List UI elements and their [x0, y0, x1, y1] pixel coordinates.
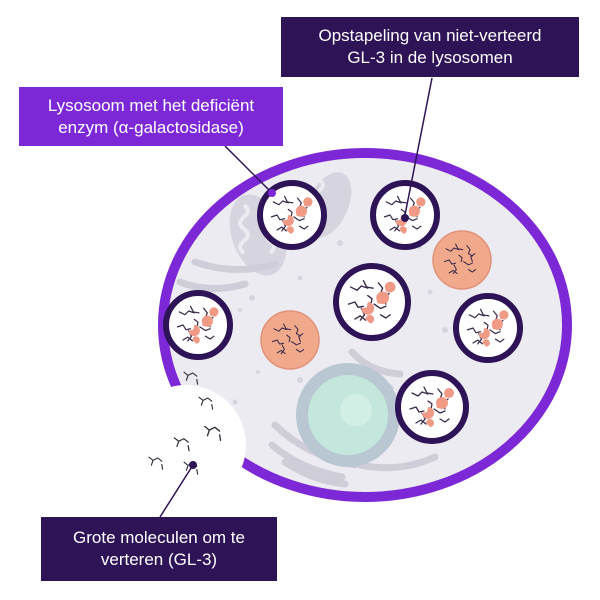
deficient-lysosome	[395, 370, 469, 444]
lysosome-label-line2: enzym (α-galactosidase)	[58, 117, 244, 137]
molecules-label-line2: verteren (GL-3)	[100, 550, 218, 569]
accumulation-label-line2: GL-3 in de lysosomen	[347, 48, 513, 67]
accumulation-label: Opstapeling van niet-verteerd GL-3 in de…	[281, 17, 579, 77]
leader-line-accumulation	[401, 77, 433, 222]
nucleus	[296, 363, 400, 467]
leader-line-lysosome	[224, 145, 276, 197]
accumulation-label-line1: Opstapeling van niet-verteerd	[318, 26, 542, 45]
healthy-lysosome	[432, 230, 492, 290]
leader-line-molecules	[159, 461, 197, 518]
deficient-lysosome	[163, 290, 233, 360]
deficient-lysosome	[257, 180, 327, 250]
lysosome-label-line1: Lysosoom met het deficiënt	[47, 95, 255, 115]
healthy-lysosome	[260, 310, 320, 370]
deficient-lysosome	[453, 293, 523, 363]
molecules-label: Grote moleculen om te verteren (GL-3)	[41, 517, 277, 581]
lysosome-label: Lysosoom met het deficiënt enzym (α-gala…	[19, 87, 283, 146]
deficient-lysosome	[333, 263, 411, 341]
molecule-zoom-circle	[126, 371, 246, 505]
molecules-label-line1: Grote moleculen om te	[73, 528, 245, 547]
